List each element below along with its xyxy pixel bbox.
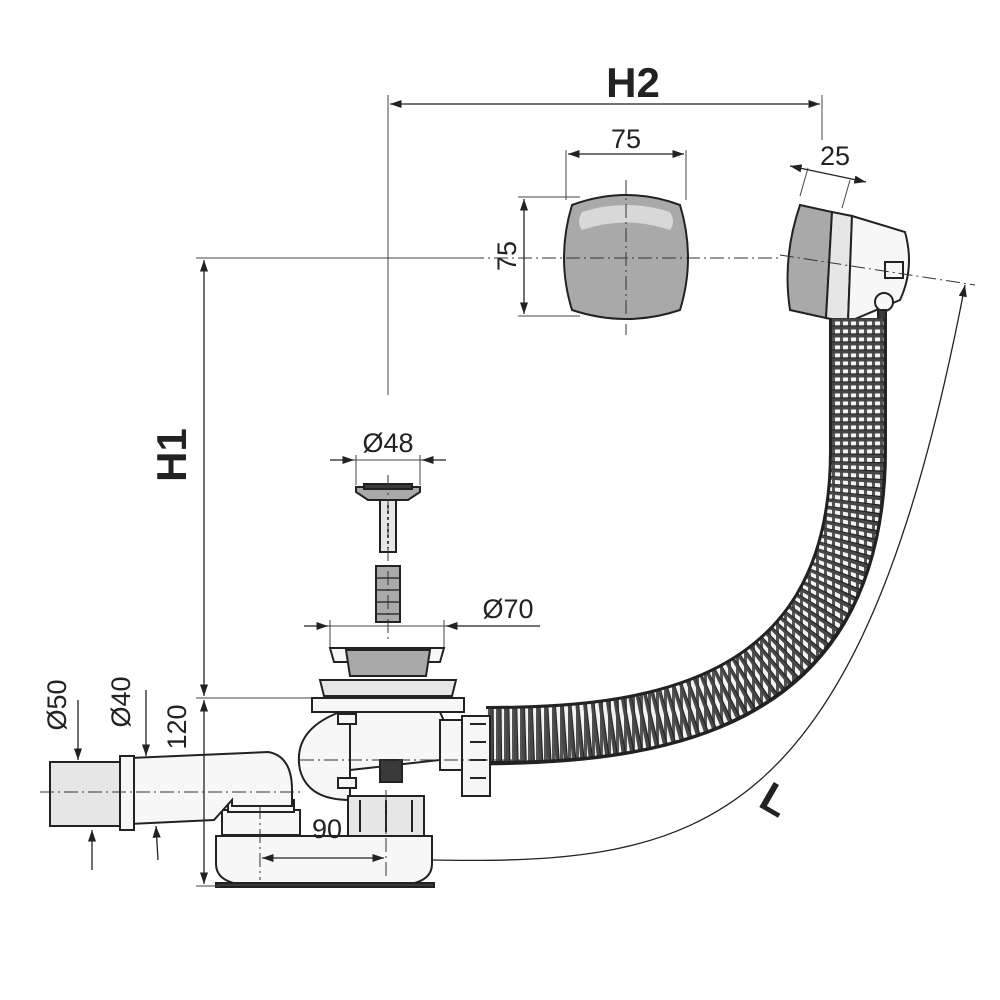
outlet-d50-label: Ø50: [42, 679, 72, 730]
plug-diameter-dimension: Ø48: [330, 428, 446, 485]
cover-height-label: 75: [492, 241, 522, 271]
trap-body: [297, 711, 520, 802]
outlet-dimensions: Ø50 Ø40: [42, 676, 161, 870]
overflow-depth-dimension: 25: [789, 141, 867, 209]
h2-label: H2: [606, 59, 660, 106]
outlet-d40-label: Ø40: [106, 676, 136, 727]
h2-dimension: H2: [387, 59, 823, 395]
h1-dimension: H1: [148, 257, 480, 699]
waste-diameter-label: Ø70: [482, 594, 533, 624]
plug-diameter-label: Ø48: [362, 428, 413, 458]
trap-offset-label: 90: [312, 814, 342, 844]
overflow-cover-dimensions: 75 75: [492, 124, 687, 317]
outlet-pipe: [40, 750, 300, 831]
overflow-depth-label: 25: [820, 141, 850, 171]
corrugated-hose: [469, 318, 887, 766]
overflow-cover: [470, 180, 780, 335]
waste-diameter-dimension: Ø70: [304, 594, 540, 648]
waste-flange: [311, 647, 465, 713]
overflow-head: [779, 203, 976, 329]
cover-width-label: 75: [611, 124, 641, 154]
trap-offset-dimension: 90: [262, 814, 384, 863]
trap-height-label: 120: [162, 704, 192, 749]
trap-height-dimension: 120: [162, 700, 220, 887]
click-clack-plug: [355, 475, 421, 640]
h1-label: H1: [148, 428, 195, 482]
